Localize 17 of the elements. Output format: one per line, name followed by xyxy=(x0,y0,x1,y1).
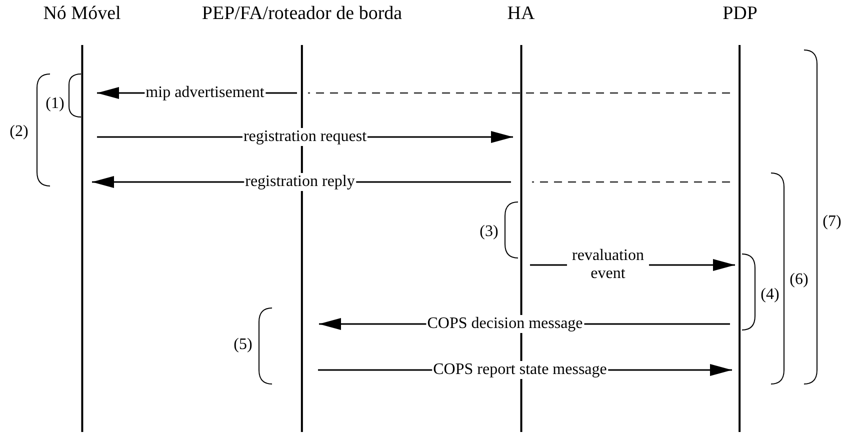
participant-label: PDP xyxy=(722,3,758,25)
edge-label: COPS decision message xyxy=(426,315,584,333)
step-number: (5) xyxy=(234,336,252,354)
step-number: (7) xyxy=(822,213,842,231)
edge-label: registration reply xyxy=(244,173,356,191)
step-number: (6) xyxy=(790,271,808,289)
participant-label: HA xyxy=(507,3,535,25)
step-number: (4) xyxy=(760,286,780,304)
dashed-line xyxy=(308,92,730,94)
edge-label: mip advertisement xyxy=(144,84,266,102)
edge-label: registration request xyxy=(242,128,368,146)
edge-label: COPS report state message xyxy=(432,361,608,379)
step-number: (1) xyxy=(46,95,64,113)
participant-label: Nó Móvel xyxy=(43,3,121,25)
participant-label: PEP/FA/roteador de borda xyxy=(202,3,402,25)
step-number: (2) xyxy=(10,123,28,141)
step-number: (3) xyxy=(480,223,498,241)
